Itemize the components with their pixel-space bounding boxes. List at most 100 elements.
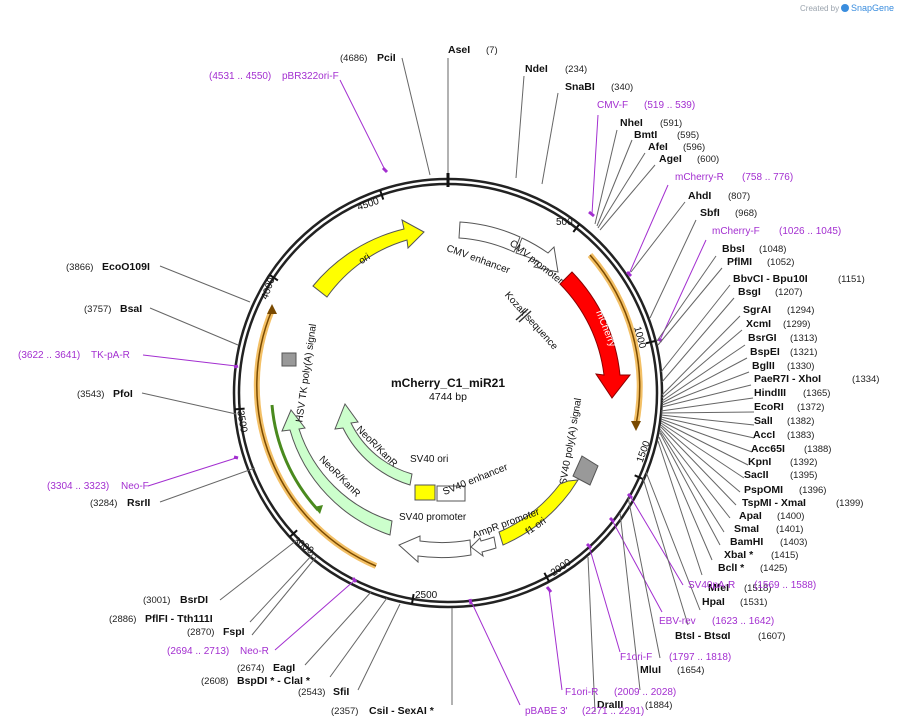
svg-text:(2009 .. 2028): (2009 .. 2028) xyxy=(614,687,676,698)
site-sgraI[interactable]: SgrAI(1294) xyxy=(743,304,814,316)
primer-f1ori-r[interactable]: F1ori-R(2009 .. 2028) xyxy=(565,687,676,698)
primer-cmv-f[interactable]: CMV-F(519 .. 539) xyxy=(597,100,695,111)
site-pciI[interactable]: (4686)PciI xyxy=(340,52,396,64)
svg-text:(3622 .. 3641): (3622 .. 3641) xyxy=(18,350,80,361)
credit-prefix: Created by xyxy=(800,4,839,13)
primer-mcherry-f[interactable]: mCherry-F(1026 .. 1045) xyxy=(712,226,841,237)
primer-pbabe-3[interactable]: pBABE 3'(2271 .. 2291) xyxy=(525,706,644,717)
site-bbsI[interactable]: BbsI(1048) xyxy=(722,243,786,255)
site-sacII[interactable]: SacII(1395) xyxy=(744,469,817,481)
sv40-enhancer-label: SV40 enhancer xyxy=(441,462,510,498)
site-paer7i-xhoi[interactable]: PaeR7I - XhoI(1334) xyxy=(754,373,879,385)
site-eagI[interactable]: (2674)EagI xyxy=(237,662,295,674)
site-fspI[interactable]: (2870)FspI xyxy=(187,626,245,638)
site-pflmI[interactable]: PflMI(1052) xyxy=(727,256,794,268)
primer-f1ori-f[interactable]: F1ori-F(1797 .. 1818) xyxy=(620,652,731,663)
tick-label-500: 500 xyxy=(556,217,573,228)
site-bmtI[interactable]: BmtI(595) xyxy=(634,129,699,141)
site-smaI[interactable]: SmaI(1401) xyxy=(734,523,803,535)
feature-sv40-ori[interactable]: SV40 ori xyxy=(410,454,448,501)
site-sfiI[interactable]: (2543)SfiI xyxy=(298,686,349,698)
svg-text:(1383): (1383) xyxy=(787,430,814,441)
site-draIII[interactable]: DraIII(1884) xyxy=(597,699,672,711)
svg-text:NdeI: NdeI xyxy=(525,63,548,75)
svg-text:(1518): (1518) xyxy=(744,583,771,594)
site-hpaI[interactable]: HpaI(1531) xyxy=(702,596,767,608)
site-bsrgI[interactable]: BsrGI(1313) xyxy=(748,332,817,344)
plasmid-length: 4744 bp xyxy=(429,391,467,403)
feature-sv40-promoter[interactable]: SV40 promoter xyxy=(398,512,472,564)
primer-pbr322ori-f[interactable]: (4531 .. 4550)pBR322ori-F xyxy=(209,71,339,82)
site-rsrII[interactable]: (3284)RsrII xyxy=(90,497,150,509)
site-mfeI[interactable]: MfeI(1518) xyxy=(708,582,771,594)
site-kpnI[interactable]: KpnI(1392) xyxy=(748,456,817,468)
site-csii-sexai[interactable]: (2357)CsiI - SexAI * xyxy=(331,705,435,717)
feature-ori[interactable]: ori xyxy=(312,219,425,298)
site-acc65I[interactable]: Acc65I(1388) xyxy=(751,443,831,455)
site-pflfi-tth111i[interactable]: (2886)PflFI - Tth111I xyxy=(109,613,213,625)
site-afeI[interactable]: AfeI(596) xyxy=(648,141,705,153)
site-btsi-btsalphai[interactable]: BtsI - BtsαI(1607) xyxy=(675,630,785,642)
svg-text:mCherry-F: mCherry-F xyxy=(712,226,760,237)
sv40-promoter-label: SV40 promoter xyxy=(399,512,467,523)
primer-leaders xyxy=(142,79,707,706)
site-bspeI[interactable]: BspEI(1321) xyxy=(750,346,817,358)
feature-neor-kanr-inner[interactable]: NeoR/KanR xyxy=(334,402,413,486)
site-bglII[interactable]: BglII(1330) xyxy=(752,360,814,372)
feature-kozak-sequence[interactable]: Kozak sequence xyxy=(502,290,560,353)
site-ahdI[interactable]: AhdI(807) xyxy=(688,190,750,202)
svg-text:AseI: AseI xyxy=(448,44,470,56)
svg-text:(1403): (1403) xyxy=(780,537,807,548)
primer-mcherry-r[interactable]: mCherry-R(758 .. 776) xyxy=(675,172,793,183)
site-pspomI[interactable]: PspOMI(1396) xyxy=(744,484,826,496)
svg-text:BtsI - BtsαI: BtsI - BtsαI xyxy=(675,630,731,642)
svg-text:(1797 .. 1818): (1797 .. 1818) xyxy=(669,652,731,663)
site-ecoRI[interactable]: EcoRI(1372) xyxy=(754,401,824,413)
feature-hsv-tk-polya[interactable]: HSV TK poly(A) signal xyxy=(281,323,319,423)
site-nheI[interactable]: NheI(591) xyxy=(620,117,682,129)
site-bsaI[interactable]: (3757)BsaI xyxy=(84,303,142,315)
feature-cmv-promoter[interactable]: CMV promoter xyxy=(507,237,566,287)
site-bclI[interactable]: BclI *(1425) xyxy=(718,562,787,574)
site-sbfI[interactable]: SbfI(968) xyxy=(700,207,757,219)
primer-neo-r[interactable]: (2694 .. 2713)Neo-R xyxy=(167,646,269,657)
svg-text:FspI: FspI xyxy=(223,626,245,638)
site-mluI[interactable]: MluI(1654) xyxy=(640,664,704,676)
feature-mcherry[interactable]: mCherry xyxy=(559,271,632,399)
site-salI[interactable]: SalI(1382) xyxy=(754,415,814,427)
primer-tk-pa-r[interactable]: (3622 .. 3641)TK-pA-R xyxy=(18,350,130,361)
site-snabI[interactable]: SnaBI(340) xyxy=(565,81,633,93)
site-bsrDI[interactable]: (3001)BsrDI xyxy=(143,594,208,606)
neor-outer-arrow xyxy=(281,409,393,536)
svg-text:(519 .. 539): (519 .. 539) xyxy=(644,100,695,111)
site-bbvci-bpu10i[interactable]: BbvCI - Bpu10I(1151) xyxy=(733,273,865,285)
feature-cmv-enhancer[interactable]: CMV enhancer xyxy=(445,221,521,277)
svg-text:BspDI * - ClaI *: BspDI * - ClaI * xyxy=(237,675,311,687)
site-xbaI[interactable]: XbaI *(1415) xyxy=(724,549,798,561)
site-tspmi-xmai[interactable]: TspMI - XmaI(1399) xyxy=(742,497,863,509)
primer-neo-f[interactable]: (3304 .. 3323)Neo-F xyxy=(47,481,149,492)
site-bsgI[interactable]: BsgI(1207) xyxy=(738,286,802,298)
feature-sv40-enhancer[interactable]: SV40 enhancer xyxy=(436,462,510,502)
svg-text:(4531 .. 4550): (4531 .. 4550) xyxy=(209,71,271,82)
site-ecoO109I[interactable]: (3866)EcoO109I xyxy=(66,261,150,273)
svg-text:SacII: SacII xyxy=(744,469,769,481)
site-hindIII[interactable]: HindIII(1365) xyxy=(754,387,830,399)
site-xcmI[interactable]: XcmI(1299) xyxy=(746,318,810,330)
site-bspdi-clai[interactable]: (2608)BspDI * - ClaI * xyxy=(201,675,311,687)
site-aseI[interactable]: AseI(7) xyxy=(448,44,498,56)
site-apaI[interactable]: ApaI(1400) xyxy=(739,510,804,522)
svg-text:PspOMI: PspOMI xyxy=(744,484,783,496)
site-ageI[interactable]: AgeI(600) xyxy=(659,153,719,165)
feature-sv40-polya[interactable]: SV40 poly(A) signal xyxy=(558,397,599,486)
svg-text:(1400): (1400) xyxy=(777,511,804,522)
site-accI[interactable]: AccI(1383) xyxy=(753,429,814,441)
site-ndeI[interactable]: NdeI(234) xyxy=(525,63,587,75)
primer-ebv-rev[interactable]: EBV-rev(1623 .. 1642) xyxy=(659,616,774,627)
svg-text:Acc65I: Acc65I xyxy=(751,443,785,455)
site-pfoI[interactable]: (3543)PfoI xyxy=(77,388,133,400)
site-bamHI[interactable]: BamHI(1403) xyxy=(730,536,807,548)
svg-text:(2886): (2886) xyxy=(109,614,136,625)
primer-sv40pa-r[interactable]: SV40pA-R(1569 .. 1588) xyxy=(688,580,816,591)
svg-text:(2543): (2543) xyxy=(298,687,325,698)
